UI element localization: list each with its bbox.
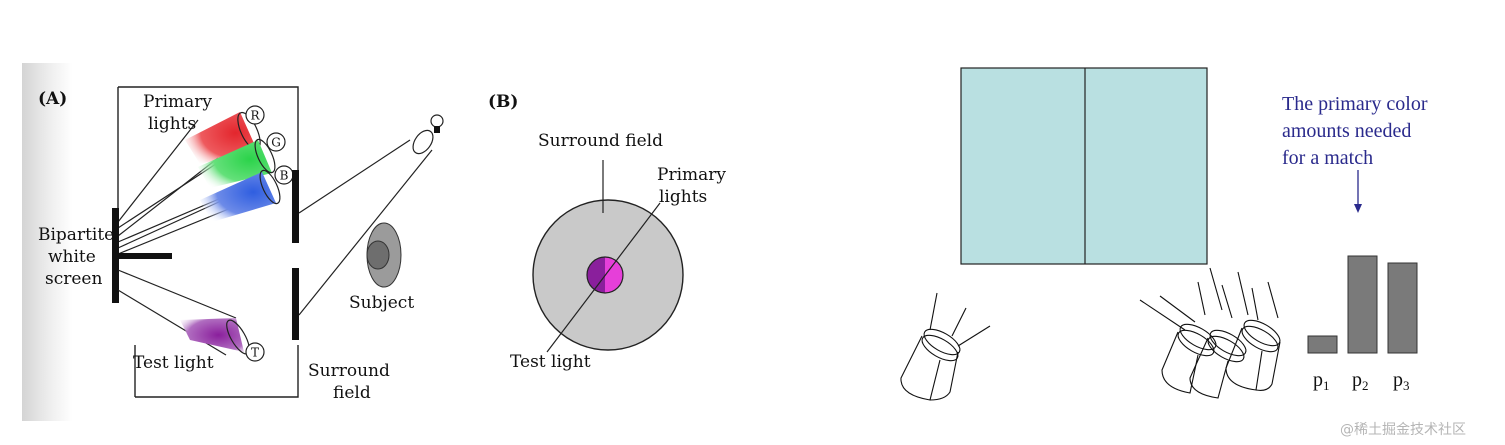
caption-line1: The primary color bbox=[1282, 93, 1428, 115]
test-half bbox=[587, 257, 605, 293]
screen-label-line3: screen bbox=[45, 269, 102, 289]
panel-b: (B) Surround field Primary lights Test l… bbox=[488, 92, 726, 372]
green-label-circle bbox=[266, 132, 286, 152]
blue-lamp bbox=[200, 169, 281, 222]
red-label: R bbox=[250, 109, 260, 123]
test-light-label-b: Test light bbox=[510, 352, 591, 372]
test-light-label: Test light bbox=[133, 353, 214, 373]
booth-bottom-wall bbox=[135, 345, 299, 398]
panel-a: (A) R G bbox=[22, 63, 444, 421]
bar-label-p2: p2 bbox=[1352, 369, 1369, 393]
primary-amount-bars bbox=[1307, 255, 1418, 354]
booth-top-wall bbox=[118, 86, 299, 175]
primary-label-line1: Primary bbox=[657, 165, 726, 185]
primary-lights-label-line1: Primary bbox=[143, 92, 212, 112]
test-lamp bbox=[117, 269, 250, 356]
surround-field-label: Surround field bbox=[538, 131, 663, 151]
aperture-upper bbox=[292, 170, 299, 243]
caption-arrow bbox=[1354, 170, 1362, 213]
surround-label-line1: Surround bbox=[308, 361, 390, 381]
subject-figure bbox=[366, 222, 402, 288]
test-label: T bbox=[251, 346, 259, 360]
bulb-icon bbox=[430, 114, 444, 133]
test-label-circle bbox=[245, 342, 265, 362]
bar-p3 bbox=[1387, 262, 1418, 354]
caption-line2: amounts needed bbox=[1282, 120, 1411, 142]
screen-label-line1: Bipartite bbox=[38, 225, 114, 245]
aperture-lower bbox=[292, 268, 299, 340]
bar-p2 bbox=[1347, 255, 1378, 354]
screen-divider bbox=[118, 253, 172, 259]
surround-label-line2: field bbox=[333, 383, 371, 403]
bar-p1 bbox=[1307, 335, 1338, 354]
primary-lights-label-line2: lights bbox=[148, 114, 196, 134]
matching-field bbox=[960, 67, 1208, 265]
blue-label: B bbox=[280, 169, 289, 183]
subject-label: Subject bbox=[349, 293, 414, 313]
test-primary-pointer bbox=[546, 202, 661, 353]
test-lamp-sketch bbox=[900, 292, 991, 401]
bar-label-p3: p3 bbox=[1393, 369, 1410, 393]
primary-label-line2: lights bbox=[659, 187, 707, 207]
red-label-circle bbox=[245, 105, 265, 125]
screen-label-line2: white bbox=[48, 247, 96, 267]
panel-a-label: (A) bbox=[38, 89, 67, 109]
green-label: G bbox=[271, 136, 281, 150]
bipartite-screen bbox=[112, 208, 119, 303]
primary-half bbox=[605, 257, 623, 293]
panel-c: The primary color amounts needed for a m… bbox=[900, 67, 1428, 401]
bipartite-center bbox=[586, 256, 624, 294]
watermark: @稀土掘金技术社区 bbox=[1340, 422, 1466, 438]
panel-b-label: (B) bbox=[488, 92, 518, 112]
surround-projector bbox=[298, 129, 434, 316]
caption-line3: for a match bbox=[1282, 147, 1373, 169]
bar-label-p1: p1 bbox=[1313, 369, 1330, 393]
primary-lamp-sketches bbox=[1139, 267, 1281, 399]
